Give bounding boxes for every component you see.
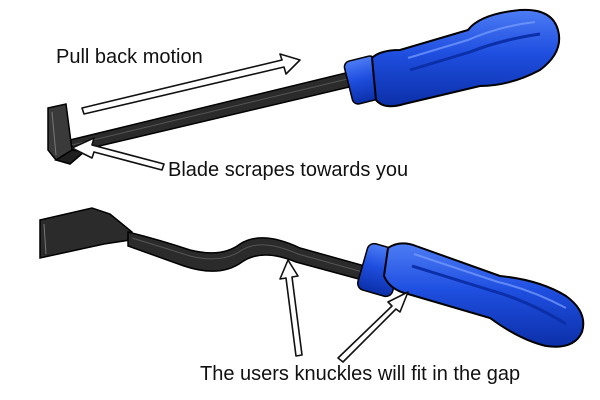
bottom-scraper-blade: [39, 207, 133, 259]
pull-back-arrow: [81, 53, 301, 115]
pull-back-motion-label: Pull back motion: [56, 46, 203, 68]
bottom-scraper-tool: [39, 207, 585, 348]
bottom-scraper-handle: [382, 242, 585, 348]
knuckles-shaft-arrow: [279, 259, 303, 357]
top-scraper-blade: [47, 103, 86, 165]
blade-scrapes-label: Blade scrapes towards you: [168, 159, 409, 181]
blade-scrapes-arrow: [71, 137, 165, 171]
top-scraper-tool: [47, 8, 561, 165]
knuckles-ferrule-arrow: [337, 291, 409, 363]
bottom-scraper-shaft: [127, 231, 373, 283]
knuckles-gap-label: The users knuckles will fit in the gap: [200, 363, 521, 385]
top-scraper-handle: [370, 8, 561, 108]
